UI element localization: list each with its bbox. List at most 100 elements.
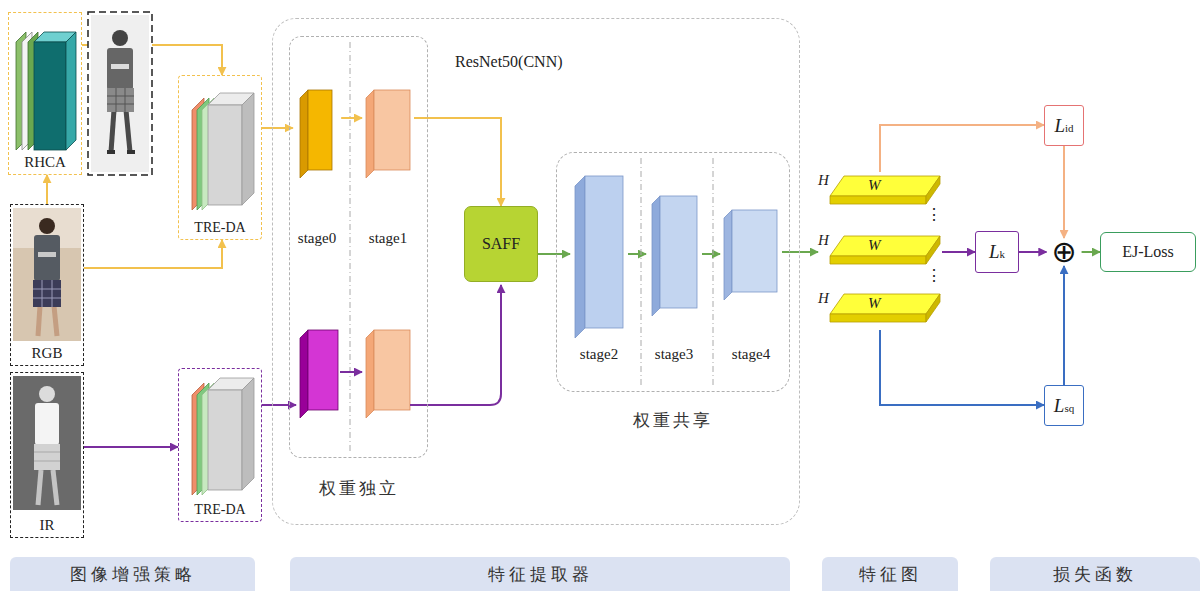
- flow-arrow: [880, 330, 1044, 405]
- augment-box-label: TRE-DA: [194, 502, 245, 517]
- flow-arrow: [1019, 251, 1046, 253]
- fusion-box-label: SAFF: [482, 235, 520, 252]
- backbone-box: ResNet50(CNN)权重独立stage0stage1SAFF权重共享sta…: [272, 18, 800, 525]
- stage-blocks: [308, 330, 338, 410]
- fusion-box: SAFF: [464, 206, 538, 282]
- stage-blocks: [652, 196, 660, 316]
- rgb-photo: [39, 218, 55, 234]
- rgb-photo: [54, 306, 57, 336]
- section-band-label: 损失函数: [1053, 565, 1137, 584]
- augmented-photo: [111, 64, 129, 69]
- augment-box-label: RHCA: [24, 154, 66, 170]
- feature-map: HW: [818, 232, 942, 272]
- flow-arrow: [1063, 146, 1065, 238]
- stage-block: stage4: [720, 204, 782, 366]
- ir-photo: [53, 470, 57, 505]
- flow-arrow: [84, 240, 222, 268]
- sum-symbol-label: ⊕: [1051, 234, 1076, 269]
- rgb-photo: [33, 280, 61, 307]
- stage-blocks: [374, 90, 410, 170]
- stage-blocks: [585, 176, 623, 328]
- ir-photo: [39, 386, 55, 402]
- augment-box: TRE-DA: [178, 368, 262, 522]
- divider-line: [641, 158, 642, 386]
- infrared-flow-line: [340, 371, 362, 373]
- backbone-box-label: ResNet50(CNN): [455, 53, 563, 70]
- augmentation-icon: [192, 93, 254, 495]
- stage-blocks: [374, 330, 410, 410]
- sum-symbol: ⊕: [1046, 238, 1081, 266]
- augmented-photo: [107, 88, 134, 112]
- augmented-photo: [127, 150, 135, 154]
- image-box: RGB: [10, 204, 84, 366]
- flow-arrow: [1063, 266, 1065, 385]
- group-box-label: 权重共享: [633, 411, 713, 430]
- augment-box-label: TRE-DA: [194, 220, 245, 235]
- section-band-label: 特征提取器: [488, 565, 593, 584]
- section-band: 损失函数: [990, 557, 1200, 591]
- dimension-label: H: [818, 232, 829, 248]
- infrared-flow-line: [262, 285, 501, 405]
- ellipsis-mark: ⋮: [926, 267, 942, 284]
- stage-block: stage1: [362, 86, 414, 250]
- section-band: 图像增强策略: [10, 557, 255, 591]
- book-icon: [16, 32, 76, 150]
- dimension-label: H: [818, 290, 829, 306]
- image-box: IR: [10, 372, 84, 538]
- stage-block-label: stage2: [580, 346, 618, 362]
- stage-blocks: [300, 330, 308, 418]
- stage-blocks: [300, 90, 777, 418]
- loss-box: Lsq: [1044, 385, 1084, 426]
- augment-box: RHCA: [8, 12, 82, 175]
- ir-photo: [13, 376, 81, 510]
- flow-arrow: [341, 117, 362, 119]
- image-box-label: RGB: [32, 345, 63, 361]
- rgb-photo: [33, 280, 61, 307]
- loss-box-label: Lsq: [1054, 395, 1074, 417]
- infrared-flow-line: [262, 404, 296, 406]
- rgb-photo: [34, 235, 60, 281]
- flow-arrow: [84, 446, 178, 448]
- stage-blocks: [724, 210, 732, 300]
- dimension-label: W: [868, 295, 881, 311]
- flow-arrow: [46, 175, 48, 204]
- loss-box-label: Lk: [989, 241, 1005, 263]
- stage-blocks: [300, 90, 308, 178]
- book-icon: [66, 32, 76, 150]
- augmentation-icon: [192, 93, 254, 210]
- divider-line: [350, 42, 351, 452]
- ir-photo: [38, 470, 41, 505]
- flow-arrow: [782, 251, 818, 253]
- stage-block-label: stage1: [369, 230, 407, 246]
- flow-arrow: [1082, 251, 1100, 253]
- stage-blocks: [732, 210, 777, 292]
- dimension-label: H: [818, 172, 829, 188]
- augmentation-icon: [192, 378, 254, 495]
- stage-blocks: [366, 330, 374, 418]
- flow-arrow: [942, 251, 975, 253]
- ellipsis-mark: ⋮: [926, 206, 942, 223]
- flow-arrow: [880, 125, 1044, 172]
- rgb-photo: [13, 208, 81, 341]
- rgb-photo: [13, 208, 81, 341]
- stage-block: stage0: [293, 86, 341, 250]
- loss-box-label: Lid: [1054, 115, 1073, 137]
- book-icon: [34, 42, 66, 150]
- ir-photo: [35, 403, 59, 445]
- augmented-photo: [107, 150, 115, 154]
- augmented-photo: [112, 30, 128, 46]
- stage-block: stage3: [646, 190, 702, 366]
- stage-block-label: stage4: [732, 346, 770, 362]
- flow-arrow: [538, 253, 570, 255]
- stage-blocks: [366, 90, 374, 178]
- stage-block-label: stage3: [655, 346, 693, 362]
- section-band-label: 图像增强策略: [70, 565, 196, 584]
- loss-box: Lid: [1044, 105, 1084, 146]
- section-band-label: 特征图: [859, 565, 922, 584]
- augment-box: TRE-DA: [178, 75, 262, 240]
- augmented-photo: [88, 12, 152, 175]
- infrared-flow-line: [410, 285, 501, 405]
- loss-box: Lk: [975, 231, 1019, 273]
